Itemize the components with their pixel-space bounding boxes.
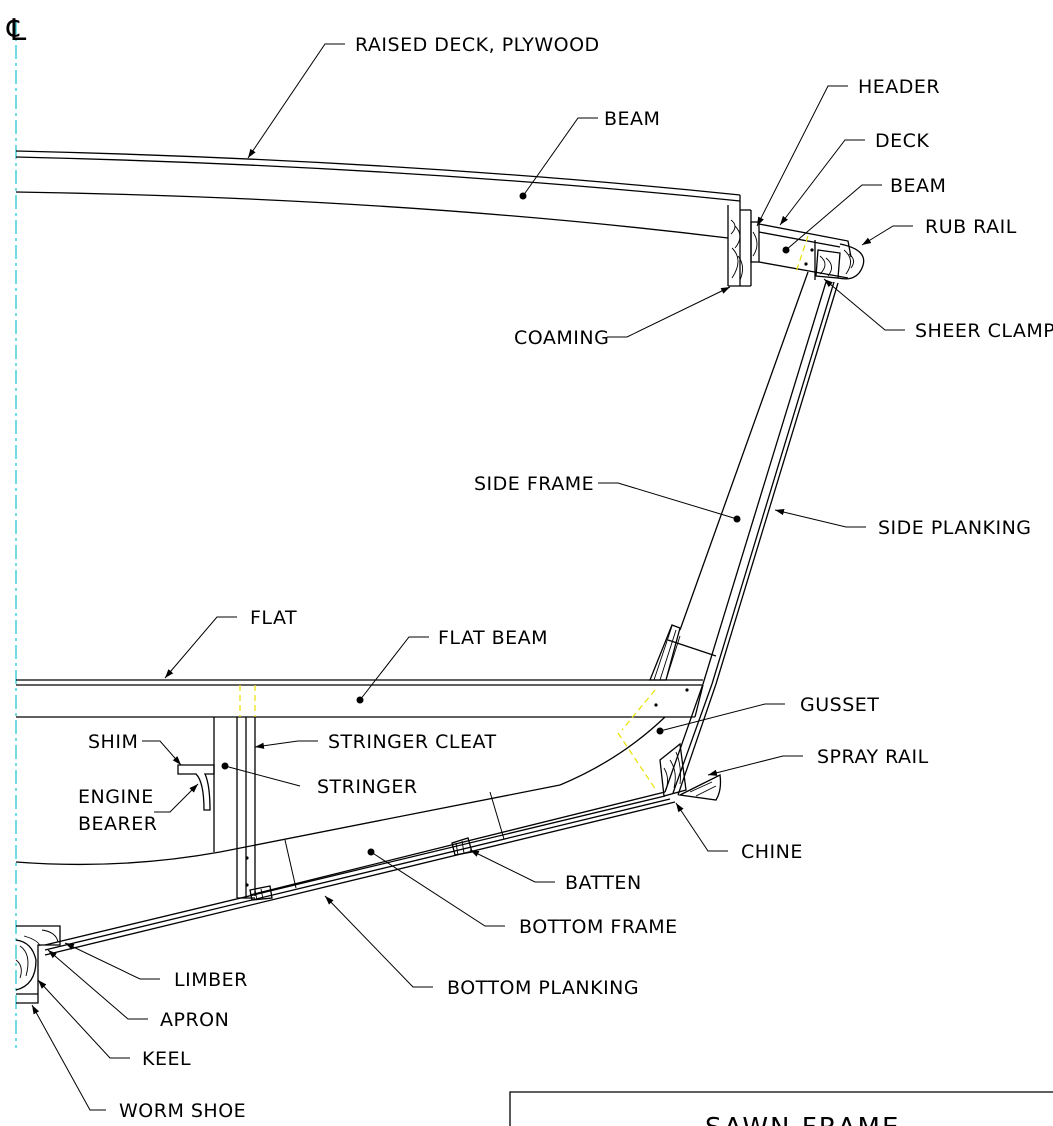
label-coaming: COAMING (514, 327, 609, 349)
gusset-structure (559, 689, 722, 801)
label-beam-side: BEAM (890, 175, 946, 197)
label-engine-bearer-2: BEARER (78, 813, 157, 835)
label-header: HEADER (858, 76, 940, 98)
label-chine: CHINE (741, 841, 803, 863)
label-flat: FLAT (250, 607, 297, 629)
raised-deck-structure (15, 150, 752, 287)
label-bottom-planking: BOTTOM PLANKING (447, 977, 639, 999)
label-stringer: STRINGER (317, 776, 418, 798)
labels: RAISED DECK, PLYWOOD BEAM HEADER DECK BE… (78, 34, 1053, 1122)
label-stringer-cleat: STRINGER CLEAT (328, 731, 497, 753)
flat-structure (16, 624, 704, 718)
title-block: SAWN FRAME (509, 1091, 1053, 1126)
leaders (31, 43, 913, 1111)
label-sheer-clamp: SHEER CLAMP (915, 320, 1053, 342)
label-beam-main: BEAM (604, 108, 660, 130)
label-shim: SHIM (88, 731, 138, 753)
label-apron: APRON (160, 1009, 229, 1031)
label-gusset: GUSSET (800, 694, 879, 716)
label-engine-bearer-1: ENGINE (78, 786, 154, 808)
centerline-symbol: ℄ (6, 13, 27, 48)
stringer-structure (177, 717, 273, 901)
label-bottom-frame: BOTTOM FRAME (519, 916, 678, 938)
label-spray-rail: SPRAY RAIL (817, 746, 929, 768)
label-flat-beam: FLAT BEAM (438, 627, 548, 649)
label-rub-rail: RUB RAIL (925, 216, 1017, 238)
sheer-deck-structure (750, 221, 865, 280)
label-deck: DECK (875, 130, 929, 152)
bottom-frame-structure (15, 784, 676, 956)
label-limber: LIMBER (174, 969, 248, 991)
label-worm-shoe: WORM SHOE (119, 1100, 246, 1122)
label-side-frame: SIDE FRAME (474, 473, 594, 495)
label-side-planking: SIDE PLANKING (878, 517, 1032, 539)
label-keel: KEEL (142, 1048, 191, 1070)
title-block-title: SAWN FRAME (705, 1113, 900, 1126)
label-batten: BATTEN (565, 872, 642, 894)
label-raised-deck: RAISED DECK, PLYWOOD (355, 34, 600, 56)
keel-structure (15, 925, 61, 1004)
